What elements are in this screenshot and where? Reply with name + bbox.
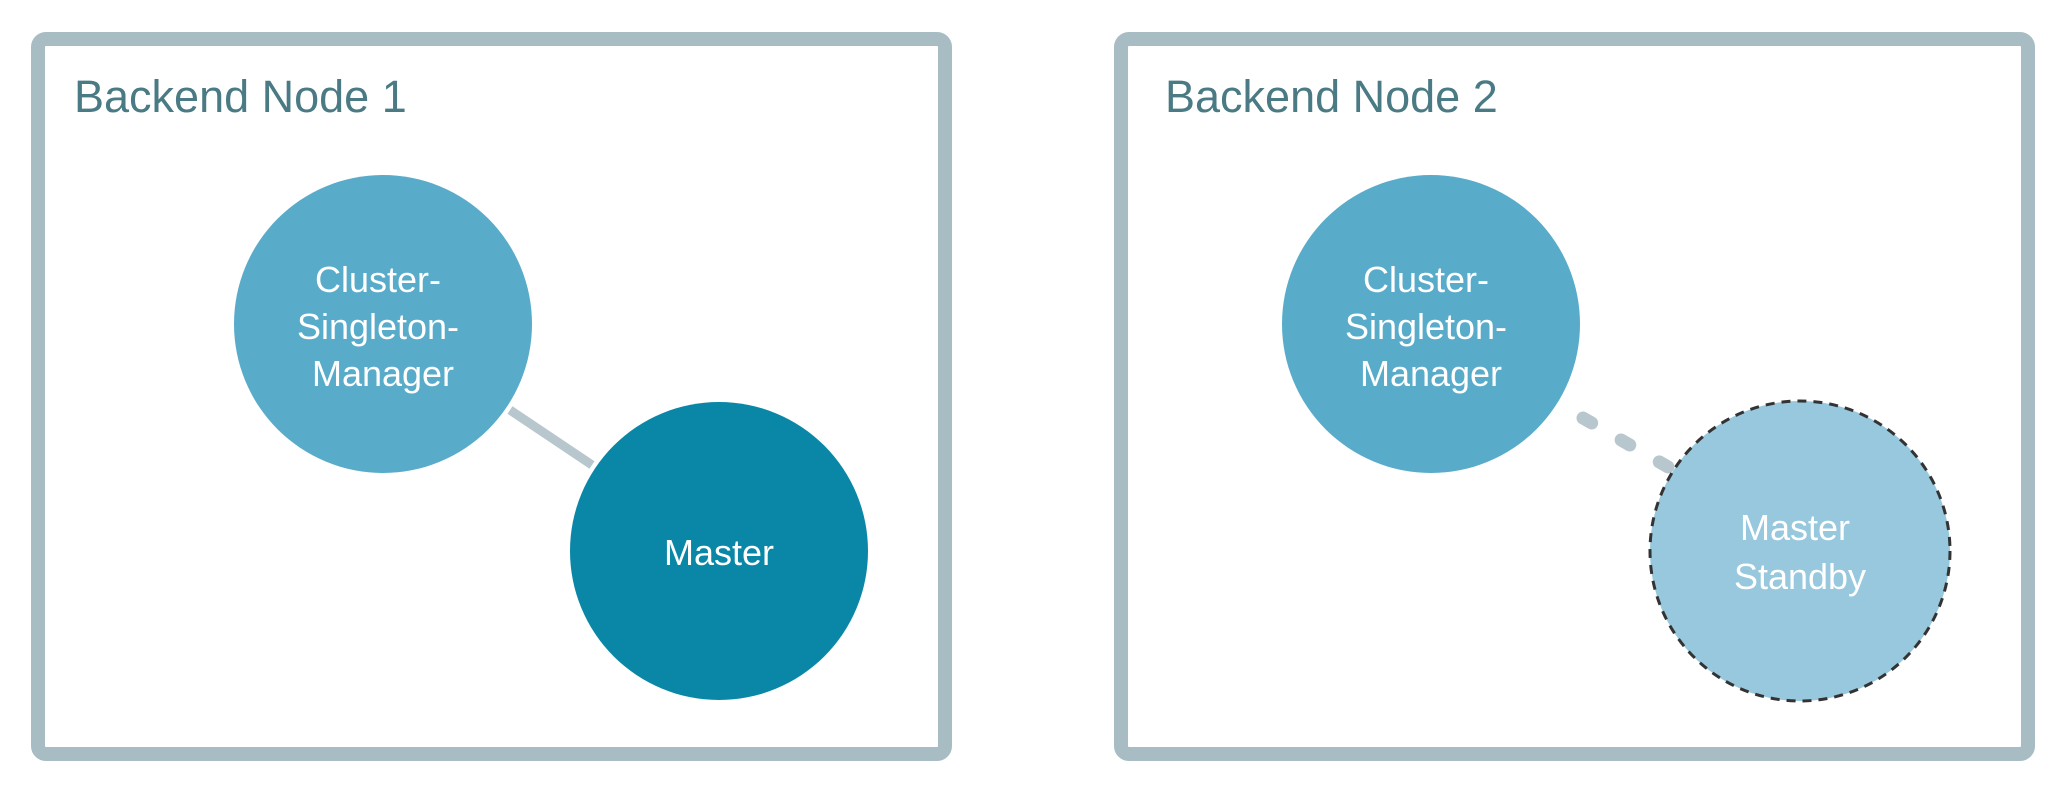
node-1-manager-label-line-3: Manager bbox=[312, 353, 454, 394]
node-2-manager-label-line-1: Cluster- bbox=[1363, 259, 1489, 300]
node-2-manager-label-line-2: Singleton- bbox=[1345, 306, 1507, 347]
node-1-manager-label-line-2: Singleton- bbox=[297, 306, 459, 347]
node-1-singleton-manager-label: Cluster- Singleton- Manager bbox=[297, 259, 469, 394]
node-1-manager-master-link bbox=[507, 406, 595, 469]
backend-node-2-title: Backend Node 2 bbox=[1165, 71, 1498, 122]
backend-node-1: Backend Node 1 Cluster- Singleton- Manag… bbox=[31, 32, 952, 761]
node-1-manager-label-line-1: Cluster- bbox=[315, 259, 441, 300]
node-1-master-label-line-1: Master bbox=[664, 532, 774, 573]
node-2-master-standby-circle bbox=[1648, 399, 1952, 703]
node-2-singleton-manager-circle bbox=[1282, 175, 1580, 473]
node-2-master-standby-label: Master Standby bbox=[1734, 507, 1866, 597]
backend-node-2: Backend Node 2 Cluster- Singleton- Manag… bbox=[1114, 32, 2035, 761]
node-1-master-circle bbox=[570, 402, 868, 700]
node-1-master-label: Master bbox=[664, 532, 774, 573]
node-2-manager-label-line-3: Manager bbox=[1360, 353, 1502, 394]
node-2-manager-standby-link bbox=[1576, 411, 1682, 478]
node-1-singleton-manager-circle bbox=[234, 175, 532, 473]
node-2-standby-label-line-1: Master bbox=[1740, 507, 1850, 548]
node-2-singleton-manager-label: Cluster- Singleton- Manager bbox=[1345, 259, 1517, 394]
backend-node-1-title: Backend Node 1 bbox=[74, 71, 407, 122]
node-2-standby-label-line-2: Standby bbox=[1734, 556, 1866, 597]
